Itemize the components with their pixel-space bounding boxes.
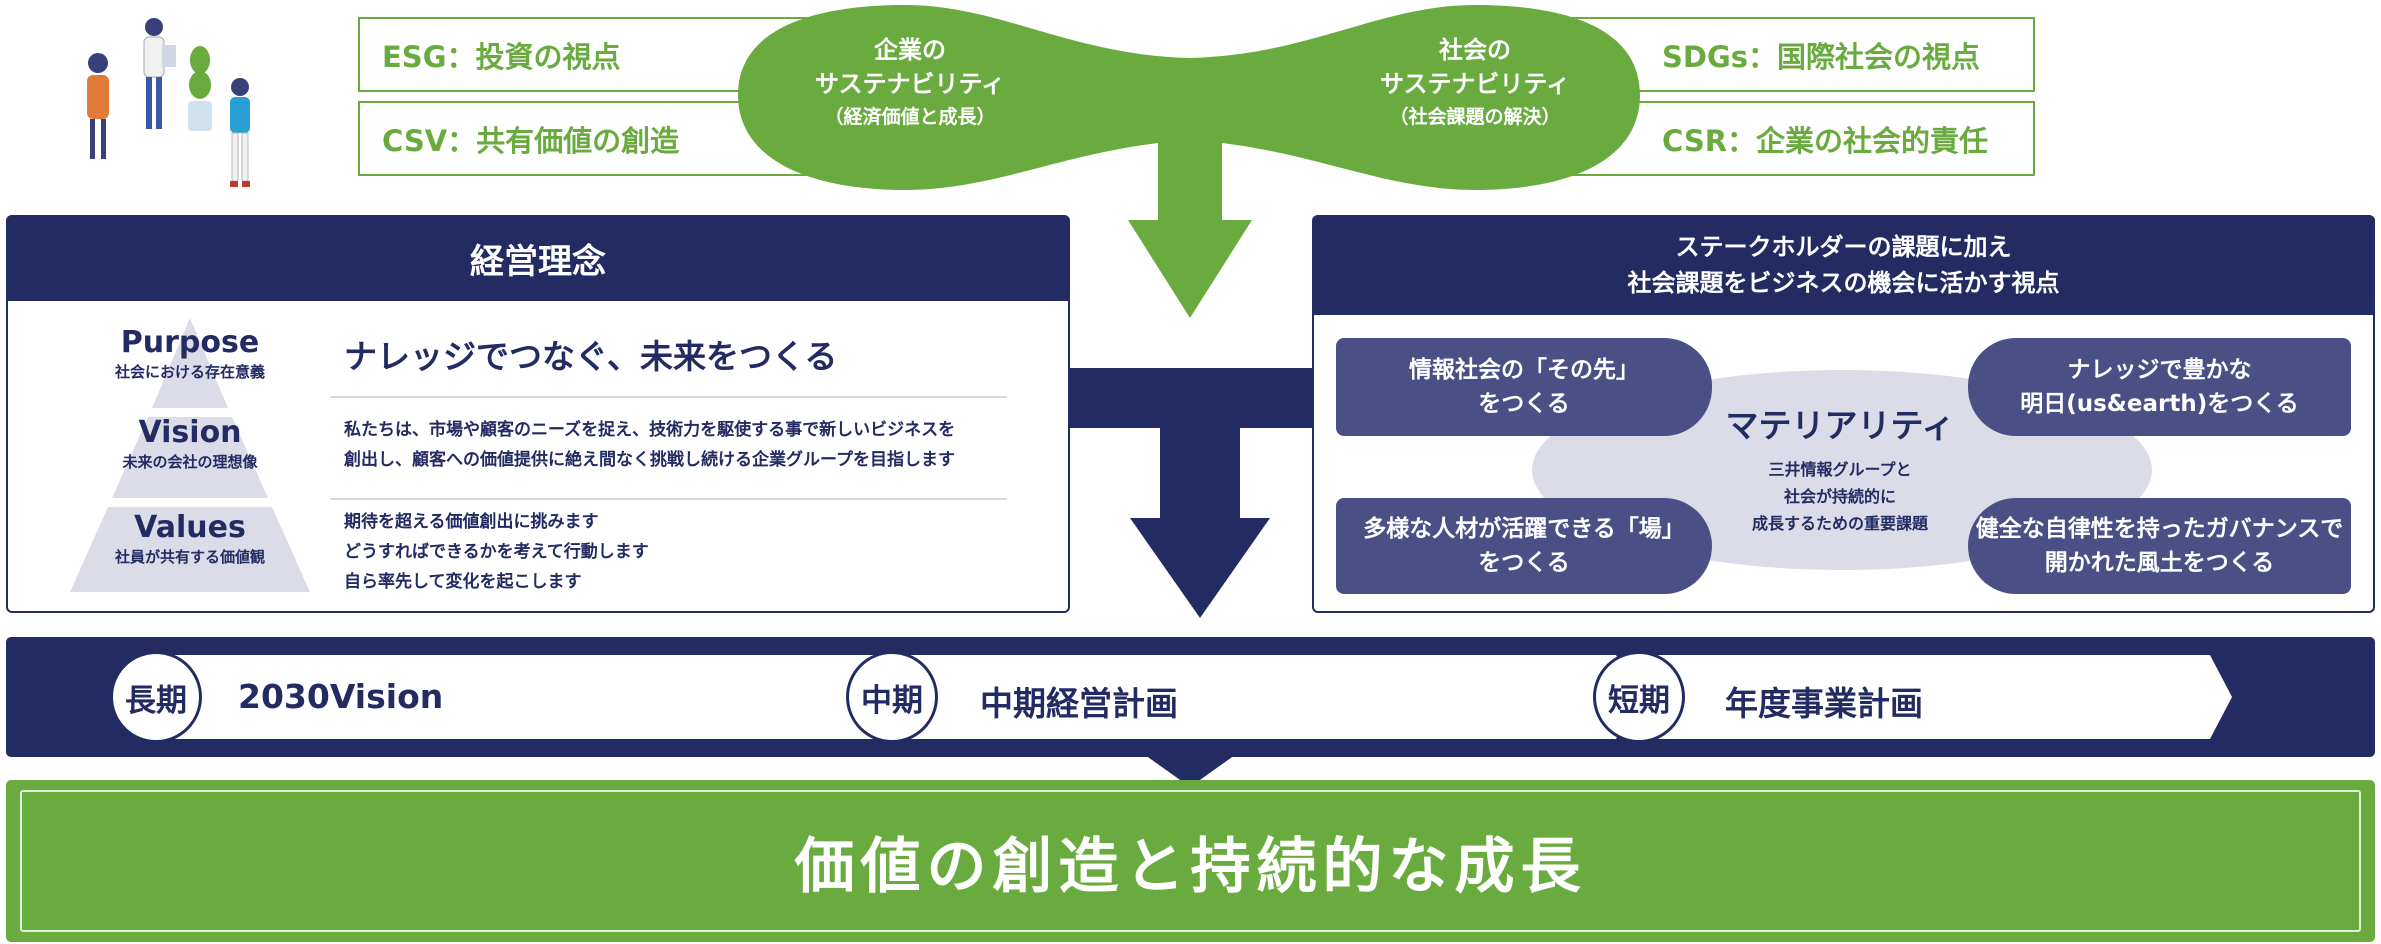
divider [330,498,1007,500]
down-arrow-icon [1145,755,1235,787]
term-circle-short: 短期 [1593,651,1685,743]
society-sustainability-oval: 社会の サステナビリティ （社会課題の解決） [1379,36,1571,128]
materiality-header: ステークホルダーの課題に加え社会課題をビジネスの機会に活かす視点 [1312,215,2375,315]
divider [330,396,1007,398]
person-icon [87,53,109,159]
pyramid-vision: Vision 未来の会社の理想像 [122,415,258,471]
sustainability-merge-shape [738,5,1640,318]
purpose-text: ナレッジでつなぐ、未来をつくる [344,337,838,376]
materiality-item: 多様な人材が活躍できる「場」をつくる [1336,498,1712,594]
values-text: 期待を超える価値創出に挑みます どうすればできるかを考えて行動します 自ら率先し… [344,512,649,592]
plant-icon [188,46,212,131]
person-icon [143,18,176,129]
philosophy-header: 経営理念 [6,215,1070,301]
pyramid [70,318,310,592]
plan-label: 2030Vision [238,677,444,716]
materiality-item: 情報社会の「その先」をつくる [1336,338,1712,436]
plan-label: 年度事業計画 [1725,684,1923,723]
company-sustainability-oval: 企業の サステナビリティ （経済価値と成長） [814,36,1006,128]
navy-connector [1070,368,1332,618]
down-arrow-icon [1128,130,1252,318]
materiality-item: 健全な自律性を持ったガバナンスで開かれた風土をつくる [1968,498,2351,594]
plan-arrows [150,655,2232,739]
term-circle-mid: 中期 [846,651,938,743]
person-icon [230,78,250,187]
people-illustration [87,18,250,187]
plan-label: 中期経営計画 [980,684,1178,723]
value-creation-text: 価値の創造と持続的な成長 [20,790,2361,932]
down-arrow-icon [1130,518,1270,618]
materiality-item: ナレッジで豊かな明日(us&earth)をつくる [1968,338,2351,436]
term-circle-long: 長期 [110,651,202,743]
pyramid-values: Values 社員が共有する価値観 [114,510,265,566]
vision-text: 私たちは、市場や顧客のニーズを捉え、技術力を駆使する事で新しいビジネスを 創出し… [344,420,956,470]
materiality-center: マテリアリティ 三井情報グループと 社会が持続的に 成長するための重要課題 [1725,406,1955,533]
value-creation-banner: 価値の創造と持続的な成長 [6,780,2375,942]
pyramid-purpose: Purpose 社会における存在意義 [114,325,265,381]
